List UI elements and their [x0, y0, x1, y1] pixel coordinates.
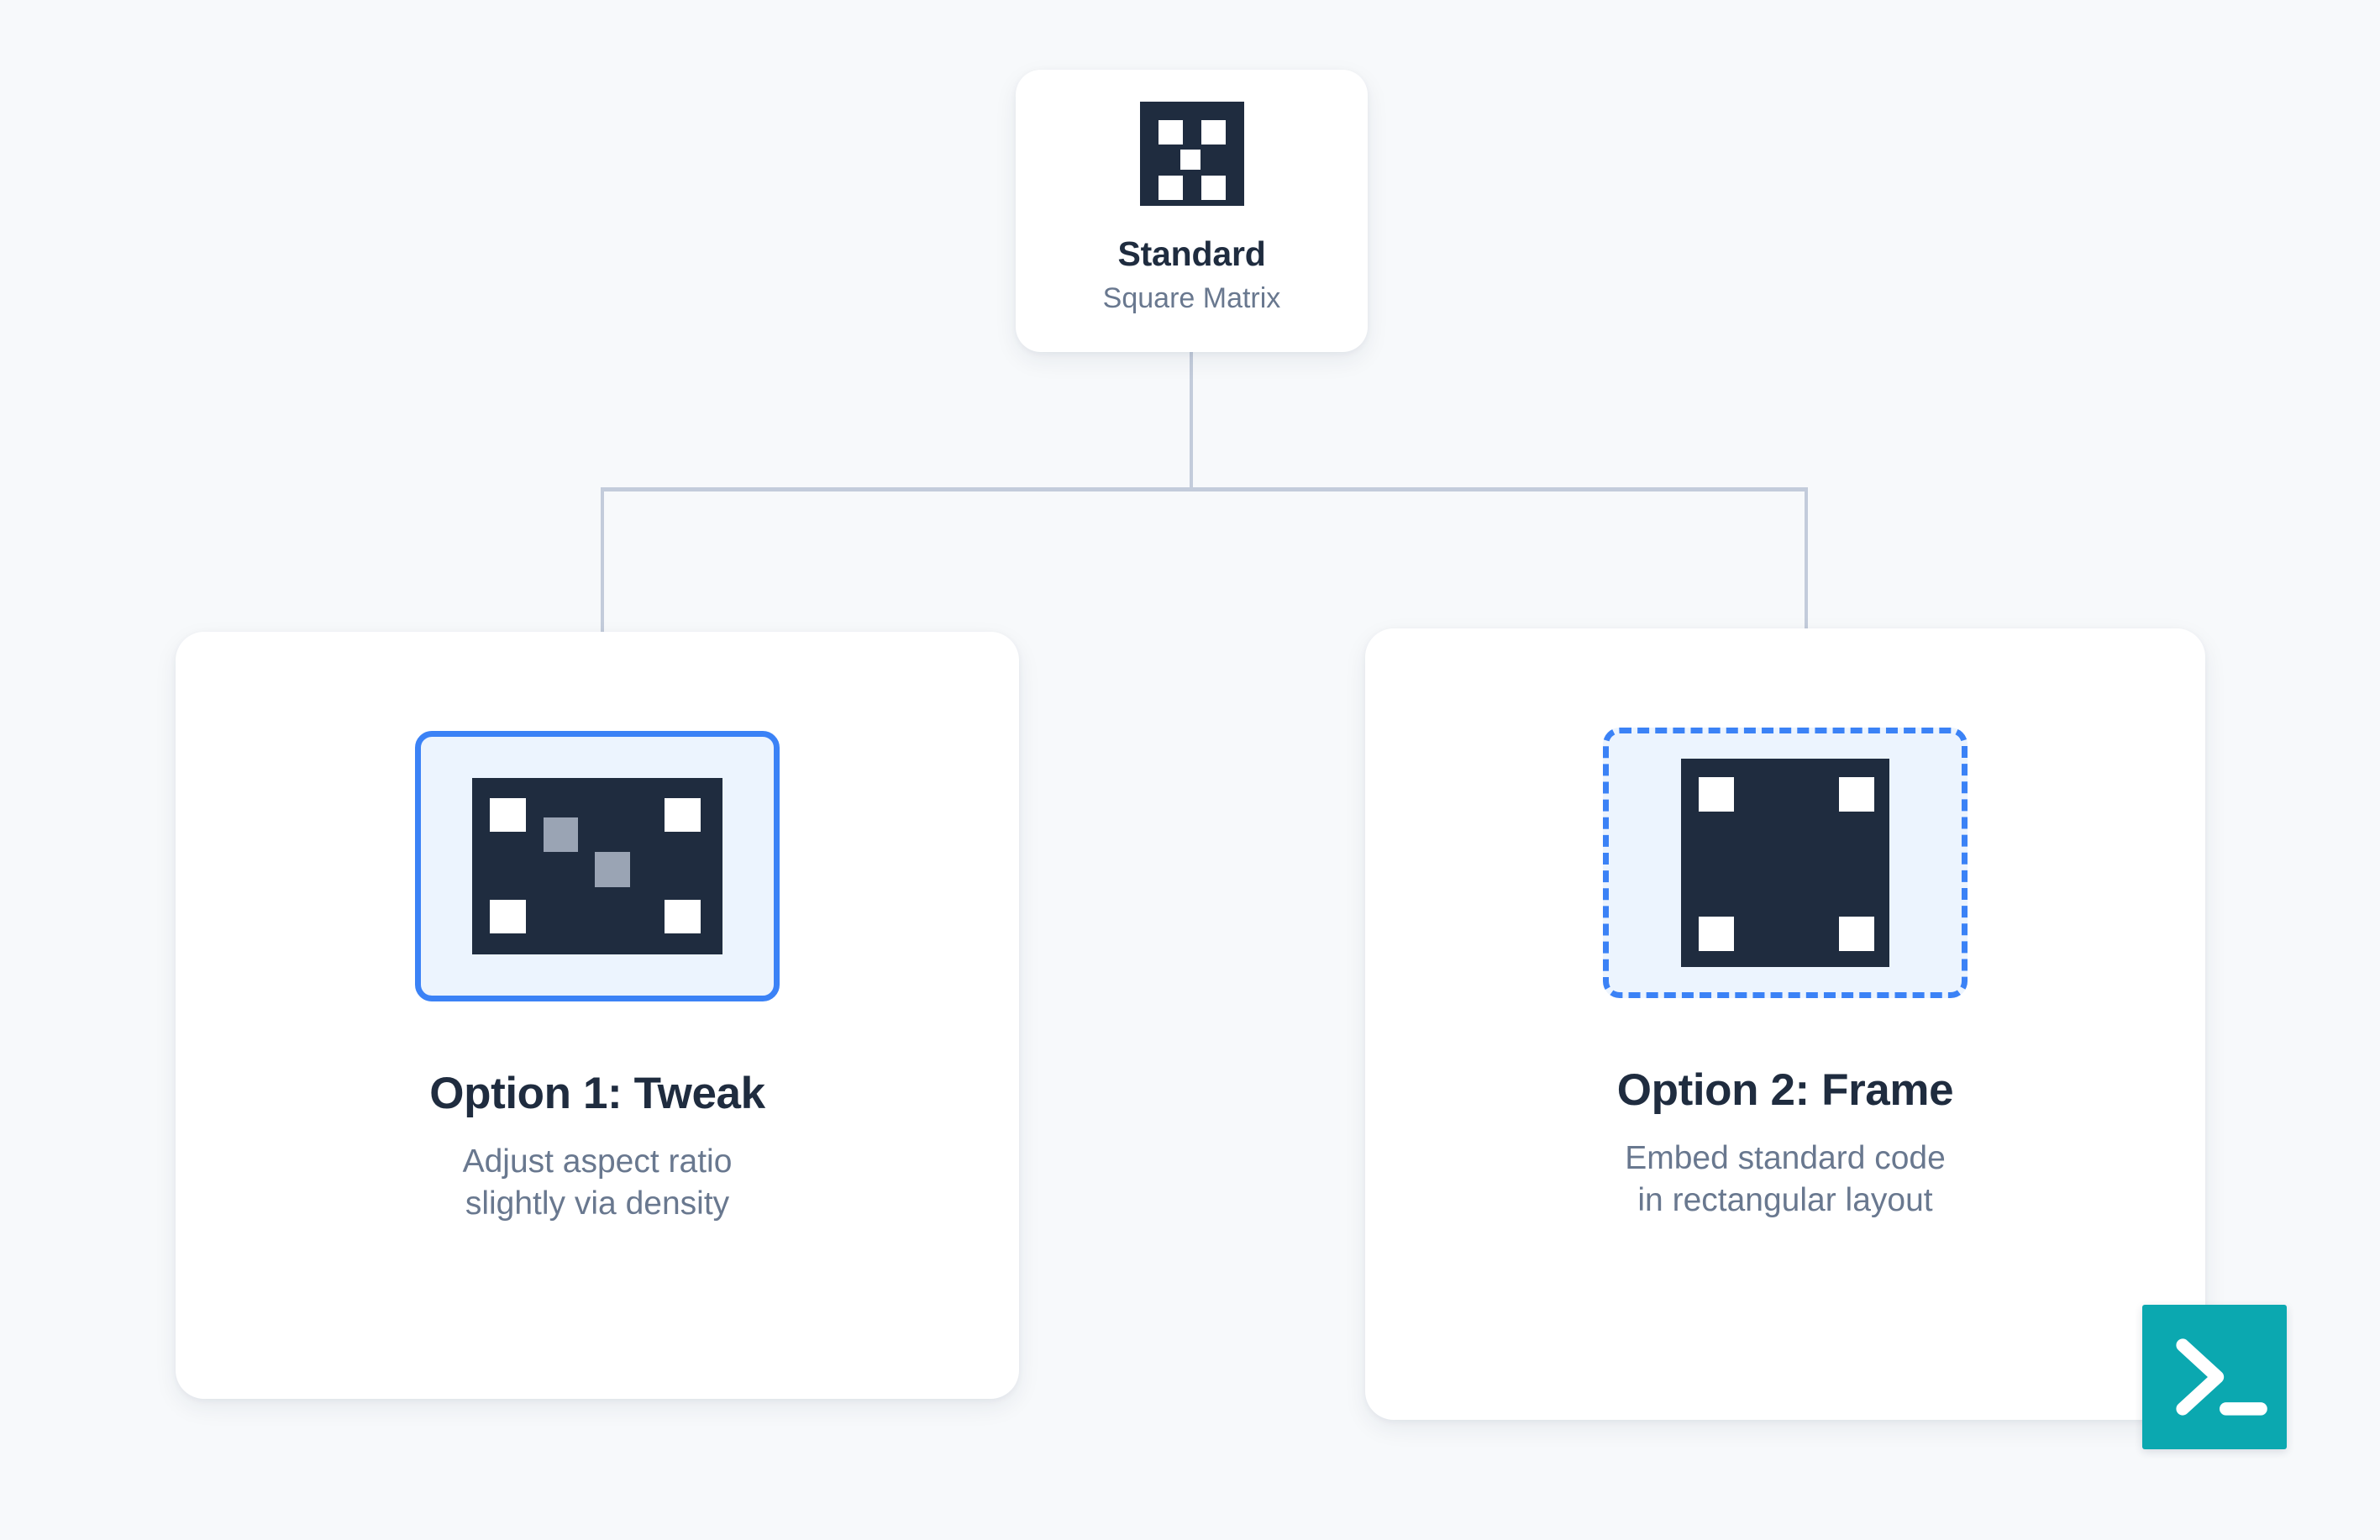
option-2-description: Embed standard code in rectangular layou… — [1625, 1140, 1946, 1218]
option-1-description: Adjust aspect ratio slightly via density — [462, 1143, 733, 1222]
qr-module-top-right — [665, 798, 701, 832]
connector-branch-left — [601, 491, 604, 642]
qr-code-rectangular-tweaked-icon — [472, 778, 722, 954]
qr-module-gray-upper — [544, 817, 578, 852]
option-2-title: Option 2: Frame — [1616, 1065, 1954, 1115]
root-node-card[interactable]: Standard Square Matrix — [1016, 70, 1368, 352]
qr-module-gray-lower — [595, 852, 630, 887]
qr-code-square-icon — [1139, 102, 1244, 206]
qr-module-bottom-right — [1839, 917, 1874, 951]
connector-root-stem — [1190, 351, 1193, 491]
qr-module-bottom-left — [1699, 917, 1734, 951]
terminal-prompt-icon[interactable] — [2142, 1305, 2287, 1449]
qr-module-bottom-left — [490, 900, 526, 933]
qr-code-square-framed-icon — [1681, 759, 1889, 967]
qr-module-top-left — [1158, 120, 1183, 145]
qr-module-top-right — [1839, 777, 1874, 812]
connector-branch-right — [1805, 491, 1808, 642]
option-2-card[interactable]: Option 2: Frame Embed standard code in r… — [1365, 628, 2205, 1420]
qr-module-bottom-left — [1158, 176, 1183, 200]
qr-module-top-left — [490, 798, 526, 832]
qr-module-center — [1179, 150, 1201, 170]
option-2-icon-frame — [1603, 728, 1968, 998]
qr-module-bottom-right — [665, 900, 701, 933]
root-node-subtitle: Square Matrix — [1102, 282, 1281, 314]
connector-horizontal-bar — [601, 487, 1808, 491]
option-1-title: Option 1: Tweak — [429, 1069, 765, 1118]
option-1-icon-frame — [415, 731, 780, 1001]
root-node-title: Standard — [1117, 234, 1266, 273]
qr-module-bottom-right — [1201, 176, 1226, 200]
option-1-card[interactable]: Option 1: Tweak Adjust aspect ratio slig… — [176, 632, 1019, 1399]
qr-module-top-left — [1699, 777, 1734, 812]
qr-module-top-right — [1201, 120, 1226, 145]
